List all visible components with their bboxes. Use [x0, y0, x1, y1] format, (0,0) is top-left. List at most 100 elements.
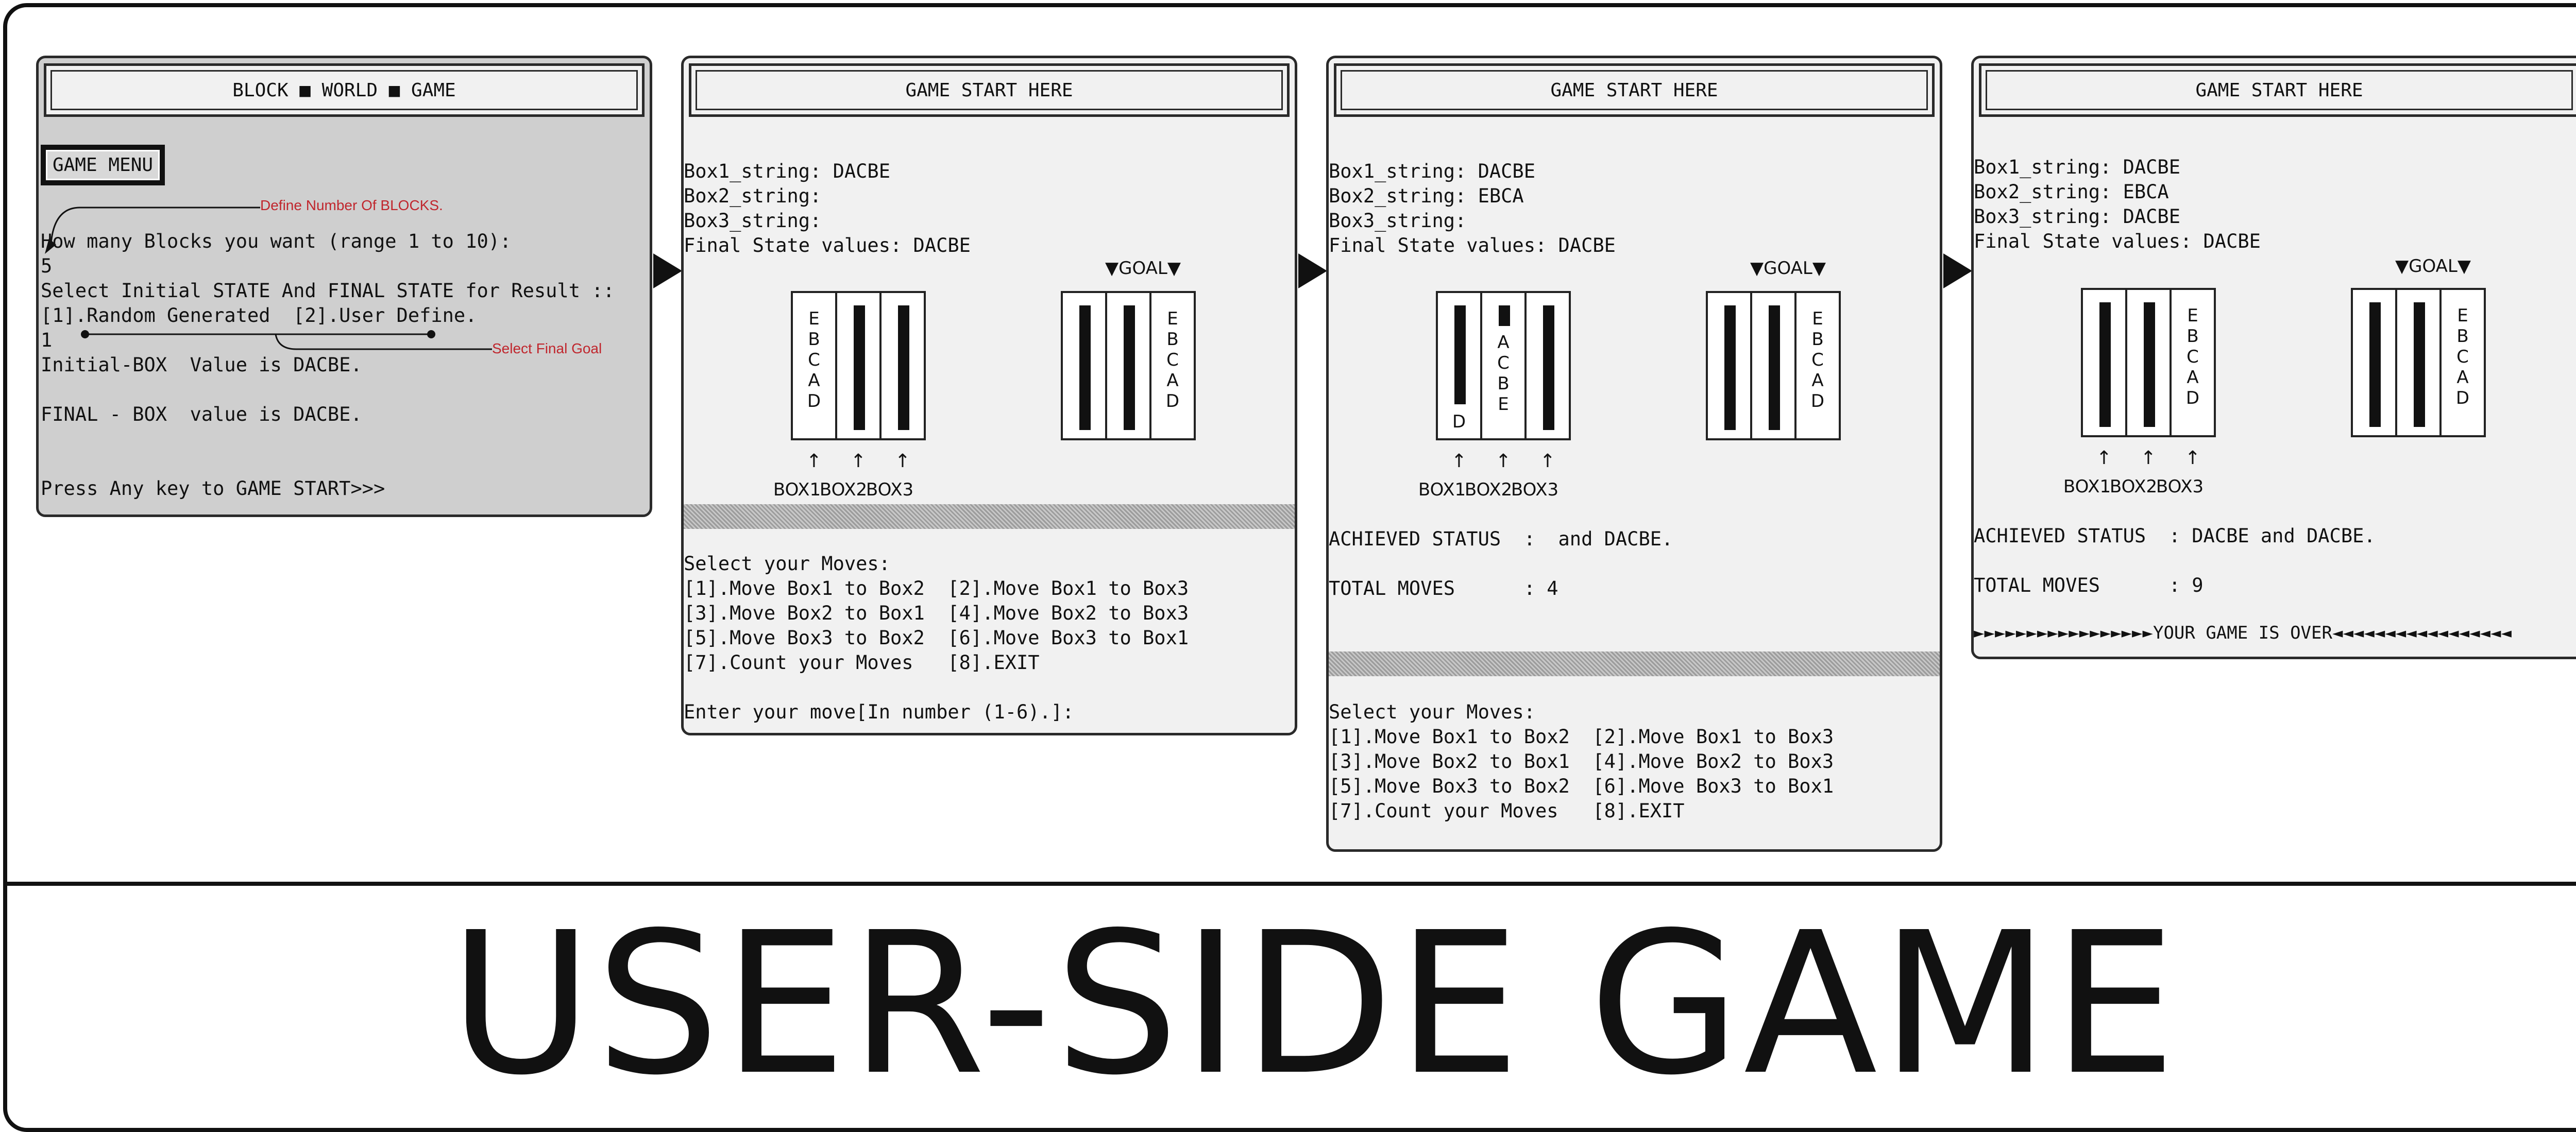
moves-row-2: [3].Move Box2 to Box1 [4].Move Box2 to B…: [1329, 750, 1834, 773]
menu-title: BLOCK ■ WORLD ■ GAME: [50, 70, 638, 110]
box1-label: BOX1: [2063, 476, 2111, 497]
goal-annotation-pointer: [275, 334, 492, 350]
current-box2-bar: [1499, 305, 1510, 326]
current-box3-bar: [1543, 305, 1554, 430]
goal-box2-bar: [2414, 302, 2425, 427]
goal-box3-letters: E B C A D: [2455, 305, 2470, 408]
caption-divider: [3, 882, 2576, 886]
blocks-annotation-line: [50, 207, 260, 244]
box2-label: BOX2: [2109, 476, 2158, 497]
moves-row-4: [7].Count your Moves [8].EXIT: [684, 651, 1040, 674]
box2-string: Box2_string:: [684, 185, 822, 207]
box3-label: BOX3: [866, 479, 914, 500]
current-box3-letters: E B C A D: [2185, 305, 2200, 408]
state-question: Select Initial STATE And FINAL STATE for…: [41, 280, 615, 302]
box1-arrow: ↑: [1451, 451, 1467, 472]
box2-arrow: ↑: [1495, 451, 1512, 472]
moves-row-1: [1].Move Box1 to Box2 [2].Move Box1 to B…: [1329, 726, 1834, 748]
box2-label: BOX2: [819, 479, 868, 500]
panel3-titlebar: GAME START HERE: [1334, 63, 1935, 117]
move-prompt[interactable]: Enter your move[In number (1-6).]:: [684, 701, 1074, 723]
current-box1-letters: E B C A D: [807, 308, 821, 411]
goal-annotation-dot-left: [81, 330, 89, 338]
current-box3: [1524, 291, 1571, 440]
annotation-lines: [45, 207, 492, 350]
goal-box1-bar: [2369, 302, 2381, 427]
goal-box2-bar: [1769, 305, 1780, 430]
goal-box1-bar: [1724, 305, 1736, 430]
box3-arrow: ↑: [2184, 448, 2201, 469]
final-state-values: Final State values: DACBE: [684, 234, 971, 256]
box2-string: Box2_string: EBCA: [1974, 181, 2169, 203]
initial-box-value: Initial-BOX Value is DACBE.: [41, 354, 362, 376]
box1-string: Box1_string: DACBE: [684, 160, 890, 182]
game-panel-progress: GAME START HERE Box1_string: DACBE Box2_…: [1326, 56, 1942, 852]
achieved-status: ACHIEVED STATUS : DACBE and DACBE.: [1974, 525, 2376, 547]
separator-hatch: [1329, 651, 1940, 676]
panel3-title: GAME START HERE: [1341, 70, 1928, 110]
box1-label: BOX1: [773, 479, 821, 500]
final-state-values: Final State values: DACBE: [1974, 230, 2261, 252]
state-options: [1].Random Generated [2].User Define.: [41, 304, 477, 327]
goal-box1: [1706, 291, 1752, 440]
goal-box2-bar: [1124, 305, 1135, 430]
state-answer: 1: [41, 329, 53, 351]
total-moves: TOTAL MOVES : 9: [1974, 574, 2204, 596]
goal-box3: E B C A D: [1149, 291, 1196, 440]
box1-label: BOX1: [1418, 479, 1466, 500]
flow-arrow-1: [653, 253, 682, 288]
goal-box3: E B C A D: [2439, 288, 2486, 437]
panel4-titlebar: GAME START HERE: [1979, 63, 2576, 117]
current-box1-bar: [1454, 305, 1466, 404]
box3-string: Box3_string: DACBE: [1974, 205, 2180, 228]
box3-label: BOX3: [1511, 479, 1559, 500]
box3-string: Box3_string:: [684, 210, 822, 232]
current-box1: D: [1436, 291, 1482, 440]
goal-label: ▼GOAL▼: [1105, 258, 1181, 279]
game-panel-start: GAME START HERE Box1_string: DACBE Box2_…: [681, 56, 1297, 735]
menu-titlebar: BLOCK ■ WORLD ■ GAME: [44, 63, 645, 117]
current-box3: [879, 291, 926, 440]
moves-row-3: [5].Move Box3 to Box2 [6].Move Box3 to B…: [1329, 775, 1834, 797]
moves-row-4: [7].Count your Moves [8].EXIT: [1329, 800, 1685, 822]
final-state-values: Final State values: DACBE: [1329, 234, 1616, 256]
current-box2-bar: [854, 305, 865, 430]
moves-header: Select your Moves:: [684, 553, 890, 575]
current-box3: E B C A D: [2170, 288, 2216, 437]
game-menu-button[interactable]: GAME MENU: [41, 145, 165, 185]
moves-row-3: [5].Move Box3 to Box2 [6].Move Box3 to B…: [684, 627, 1189, 649]
current-box1-bar: [2099, 302, 2111, 427]
box2-arrow: ↑: [850, 451, 867, 472]
current-box1: E B C A D: [791, 291, 837, 440]
final-box-value: FINAL - BOX value is DACBE.: [41, 403, 362, 425]
box2-label: BOX2: [1464, 479, 1513, 500]
current-box2: A C B E: [1480, 291, 1527, 440]
total-moves: TOTAL MOVES : 4: [1329, 577, 1558, 599]
separator-hatch: [684, 504, 1295, 529]
current-box2-bar: [2144, 302, 2155, 427]
box1-string: Box1_string: DACBE: [1329, 160, 1535, 182]
goal-box1: [2351, 288, 2397, 437]
moves-header: Select your Moves:: [1329, 701, 1535, 723]
box1-arrow: ↑: [806, 451, 822, 472]
box3-string: Box3_string:: [1329, 210, 1467, 232]
current-box2: [835, 291, 882, 440]
moves-row-2: [3].Move Box2 to Box1 [4].Move Box2 to B…: [684, 602, 1189, 624]
goal-box3-letters: E B C A D: [1165, 308, 1180, 411]
moves-row-1: [1].Move Box1 to Box2 [2].Move Box1 to B…: [684, 577, 1189, 599]
panel4-title: GAME START HERE: [1986, 70, 2573, 110]
flow-arrow-3: [1943, 253, 1972, 288]
blocks-answer: 5: [41, 255, 53, 277]
goal-box3: E B C A D: [1794, 291, 1841, 440]
box1-arrow: ↑: [2096, 448, 2112, 469]
blocks-annotation: Define Number Of BLOCKS.: [260, 197, 443, 213]
game-menu-label: GAME MENU: [46, 150, 160, 180]
box3-arrow: ↑: [1539, 451, 1556, 472]
goal-label: ▼GOAL▼: [1750, 258, 1826, 279]
goal-box2: [2395, 288, 2442, 437]
goal-box1: [1061, 291, 1107, 440]
game-panel-over: GAME START HERE Box1_string: DACBE Box2_…: [1971, 56, 2576, 659]
goal-box1-bar: [1079, 305, 1091, 430]
goal-annotation: Select Final Goal: [492, 340, 602, 356]
current-box2-letters: A C B E: [1497, 332, 1510, 415]
